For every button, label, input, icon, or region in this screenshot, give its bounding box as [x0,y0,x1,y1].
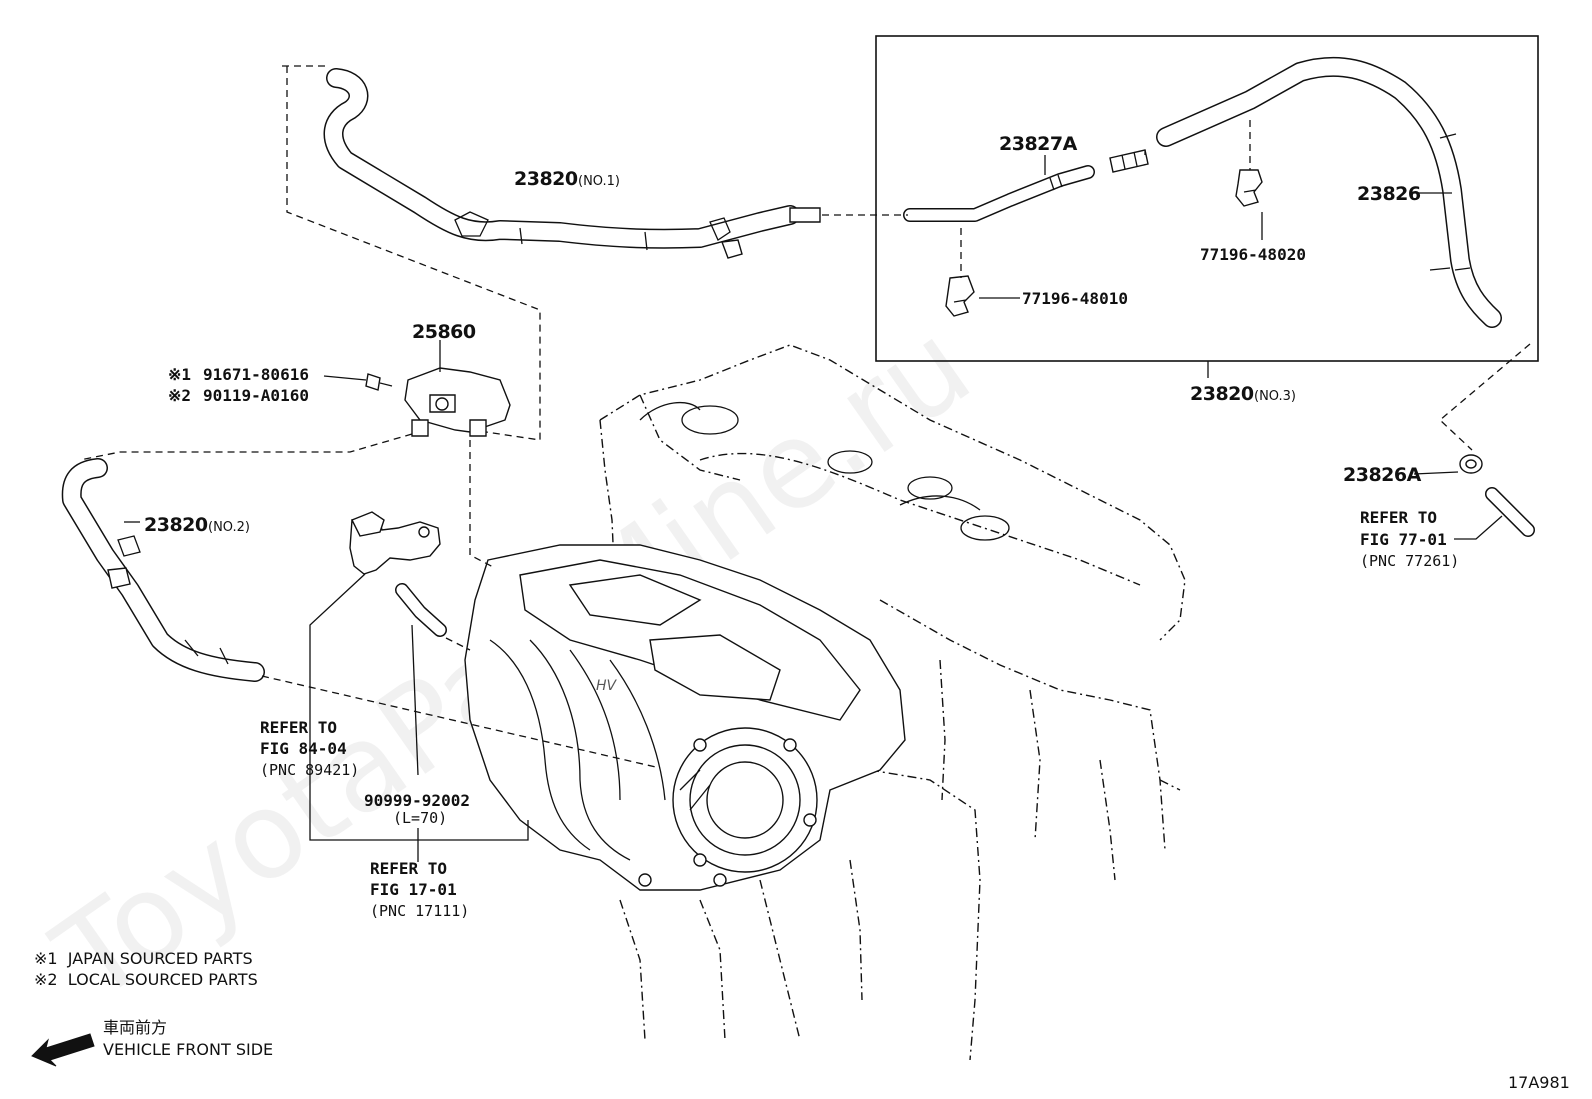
label-25860: 25860 [412,321,476,343]
hose-23820-no1 [323,68,821,259]
small-hose-90999-92002 [395,583,447,637]
label-23820-no3-tag: (NO.3) [1254,389,1296,404]
label-23820-no1: 23820 [514,168,578,190]
labels: 23820 (NO.1) 23827A 23826 77196-48020 77… [34,133,1570,1092]
valve-25860 [404,367,511,437]
bolt [365,373,393,391]
clip-77196-48020 [1235,169,1263,207]
label-23827a: 23827A [999,133,1078,155]
label-23826: 23826 [1357,183,1421,205]
ref-fig77-line2: FIG 77-01 [1360,530,1447,549]
hose-23826 [1156,56,1502,328]
legend-local-sourced: ※2 LOCAL SOURCED PARTS [34,970,258,989]
vehicle-front-arrow-icon [31,1033,95,1067]
clip-77196-48010 [945,275,975,317]
label-23820-no2: 23820 [144,514,208,536]
ref-fig84-line2: FIG 84-04 [260,739,347,758]
label-90999-length: (L=70) [393,809,447,827]
direction-label-jp: 車両前方 [103,1018,167,1037]
bolt-line1-num: 91671-80616 [203,365,309,384]
label-90999-92002: 90999-92002 [364,791,470,810]
label-23820-no1-tag: (NO.1) [578,174,620,189]
connector-fitting [1109,149,1149,173]
label-23820-no3: 23820 [1190,383,1254,405]
sensor-assembly [349,511,441,575]
ref-fig77-line3: (PNC 77261) [1360,552,1459,570]
ref-fig84-line3: (PNC 89421) [260,761,359,779]
hose-23820-no2 [61,458,265,682]
direction-label-en: VEHICLE FRONT SIDE [103,1040,273,1059]
ref-fig17-line2: FIG 17-01 [370,880,457,899]
clamp-23826a [1459,454,1483,474]
label-77196-48020: 77196-48020 [1200,245,1306,264]
engine-block-outline [599,344,1186,1061]
label-23820-no2-tag: (NO.2) [208,520,250,535]
figure-id: 17A981 [1508,1073,1570,1092]
bolt-line2-mark: ※2 [168,386,191,405]
ref-fig77-line1: REFER TO [1360,508,1437,527]
pipe-pnc-77261 [1485,487,1535,537]
bolt-line2-num: 90119-A0160 [203,386,309,405]
intake-manifold: HV [464,544,906,891]
bolt-line1-mark: ※1 [168,365,191,384]
label-77196-48010: 77196-48010 [1022,289,1128,308]
detail-box-23820-no3 [875,35,1539,362]
legend-japan-sourced: ※1 JAPAN SOURCED PARTS [34,949,253,968]
label-23826a: 23826A [1343,464,1422,486]
ref-fig84-line1: REFER TO [260,718,337,737]
ref-fig17-line1: REFER TO [370,859,447,878]
manifold-hv-mark: HV [596,678,618,694]
ref-fig17-line3: (PNC 17111) [370,902,469,920]
hose-23827a [903,165,1095,222]
